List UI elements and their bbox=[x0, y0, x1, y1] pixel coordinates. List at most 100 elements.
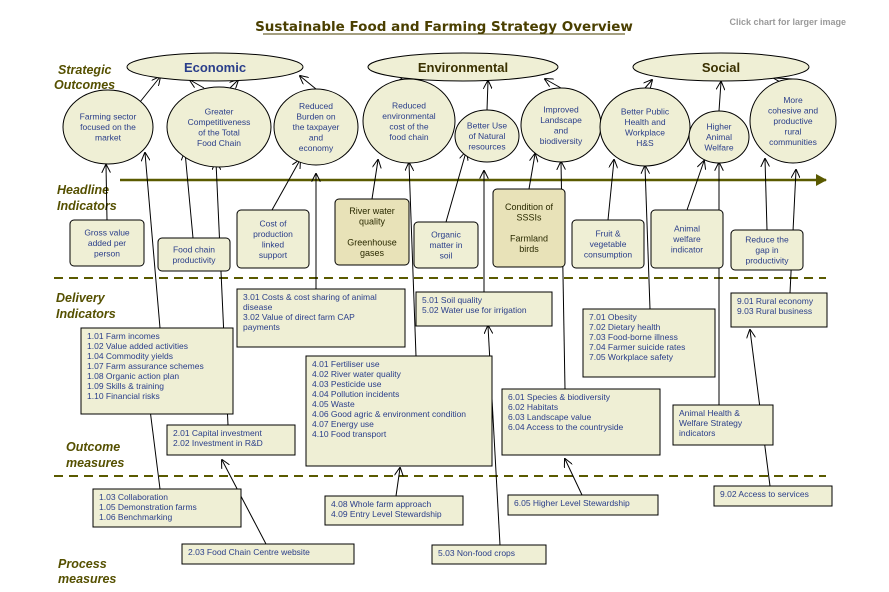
connector-arrow bbox=[528, 154, 535, 190]
side-label-process-measures: Process measures bbox=[58, 557, 116, 586]
svg-text:Strategic: Strategic bbox=[58, 63, 112, 77]
label-line: 1.09 Skills & training bbox=[87, 381, 164, 391]
label-line: Better Use bbox=[467, 121, 507, 131]
label-line: Health and bbox=[624, 117, 665, 127]
label-line: added per bbox=[88, 238, 126, 248]
label-line: vegetable bbox=[590, 239, 627, 249]
label-line: productive bbox=[773, 116, 812, 126]
label-line: Better Public bbox=[621, 106, 670, 116]
headline-box bbox=[492, 188, 566, 268]
label-line: birds bbox=[519, 244, 539, 254]
connector-arrow bbox=[545, 79, 562, 89]
label-line: 1.08 Organic action plan bbox=[87, 371, 179, 381]
measure-m-503[interactable]: 5.03 Non-food crops bbox=[431, 544, 547, 565]
side-label-strategic-outcomes: Strategic Outcomes bbox=[54, 63, 115, 92]
measure-m-203[interactable]: 2.03 Food Chain Centre website bbox=[181, 543, 355, 565]
label-line: Cost of bbox=[260, 218, 288, 228]
label-line: focused on the bbox=[80, 122, 136, 132]
label-line: 7.04 Farmer suicide rates bbox=[589, 342, 685, 352]
connector-arrow bbox=[190, 80, 205, 89]
label-line: 6.02 Habitats bbox=[508, 402, 558, 412]
theme-social[interactable]: Social bbox=[632, 52, 810, 82]
measure-m-605[interactable]: 6.05 Higher Level Stewardship bbox=[507, 494, 659, 516]
outcome-circle bbox=[362, 78, 456, 164]
label-line: 4.08 Whole farm approach bbox=[331, 499, 431, 509]
svg-text:measures: measures bbox=[66, 456, 124, 470]
label-line: welfare bbox=[672, 234, 701, 244]
measure-box bbox=[672, 404, 774, 446]
label-line: 1.03 Collaboration bbox=[99, 492, 168, 502]
measure-m-animal-health[interactable]: Animal Health &Welfare Strategyindicator… bbox=[672, 404, 774, 446]
outcome-circle bbox=[749, 78, 837, 164]
label-line: 6.05 Higher Level Stewardship bbox=[514, 498, 630, 508]
label-line: 1.05 Demonstration farms bbox=[99, 502, 197, 512]
outcome-circle bbox=[454, 109, 520, 163]
label-line: 9.01 Rural economy bbox=[737, 296, 814, 306]
measure-m-902[interactable]: 9.02 Access to services bbox=[713, 485, 833, 507]
label-line: Reduced bbox=[299, 101, 333, 111]
theme-economic[interactable]: Economic bbox=[126, 52, 304, 82]
svg-text:Headline: Headline bbox=[57, 183, 109, 197]
measure-box bbox=[582, 308, 716, 378]
label-line: resources bbox=[468, 142, 505, 152]
connector-arrow bbox=[686, 161, 704, 211]
measure-m-301-302[interactable]: 3.01 Costs & cost sharing of animaldisea… bbox=[236, 288, 406, 348]
label-line: 4.07 Energy use bbox=[312, 419, 374, 429]
side-label-outcome-measures: Outcome measures bbox=[66, 440, 124, 470]
connector-arrow bbox=[487, 81, 488, 111]
label-line: 1.04 Commodity yields bbox=[87, 351, 173, 361]
label-line: Animal Health & bbox=[679, 408, 740, 418]
label-line: consumption bbox=[584, 250, 632, 260]
side-label-delivery-indicators: Delivery Indicators bbox=[56, 291, 116, 321]
label-line: communities bbox=[769, 137, 817, 147]
headline-box bbox=[334, 198, 410, 266]
label-line: Food Chain bbox=[197, 138, 241, 148]
label-line: productivity bbox=[173, 255, 217, 265]
label-line: Higher bbox=[706, 122, 731, 132]
connector-arrow bbox=[409, 163, 417, 357]
label-line: 4.09 Entry Level Stewardship bbox=[331, 509, 442, 519]
connector-arrow bbox=[271, 160, 300, 211]
label-line: 2.01 Capital investment bbox=[173, 428, 262, 438]
theme-label: Economic bbox=[184, 60, 246, 75]
label-line: 3.01 Costs & cost sharing of animal bbox=[243, 292, 377, 302]
label-line: 6.03 Landscape value bbox=[508, 412, 591, 422]
label-line: More bbox=[783, 95, 803, 105]
label-line: 7.02 Dietary health bbox=[589, 322, 661, 332]
connector-arrow bbox=[607, 160, 614, 221]
theme-environmental[interactable]: Environmental bbox=[367, 52, 559, 82]
connector-arrow bbox=[222, 460, 267, 545]
measure-box bbox=[431, 544, 547, 565]
connector-arrow bbox=[300, 76, 317, 90]
click-note[interactable]: Click chart for larger image bbox=[729, 17, 846, 27]
label-line: 2.02 Investment in R&D bbox=[173, 438, 263, 448]
